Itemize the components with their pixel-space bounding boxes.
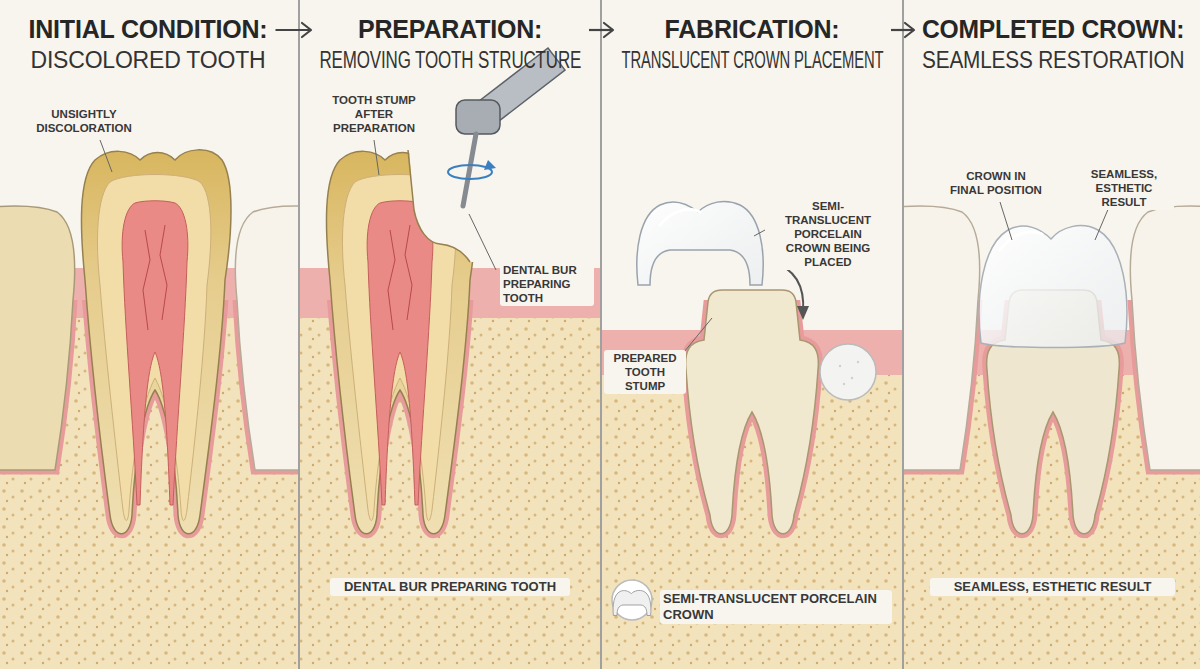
callout-label: SEMI-TRANSLUCENT PORCELAIN CROWN BEING P… (768, 198, 888, 270)
caption-label: SEAMLESS, ESTHETIC RESULT (930, 578, 1175, 596)
arrow-line (276, 29, 312, 31)
heading-line: INITIAL CONDITION: (25, 14, 272, 45)
heading-line: FABRICATION: (617, 14, 887, 45)
callout-label: UNSIGHTLY DISCOLORATION (18, 106, 150, 136)
heading-subtitle: REMOVING TOOTH STRUCTURE (319, 45, 581, 76)
heading-subtitle: DISCOLORED TOOTH (31, 45, 266, 76)
caption-label: DENTAL BUR PREPARING TOOTH (330, 578, 570, 596)
caption-label: SEMI-TRANSLUCENT PORCELAIN CROWN (660, 590, 892, 624)
panel-heading: FABRICATION:TRANSLUCENT CROWN PLACEMENT (617, 14, 887, 76)
heading-title: PREPARATION: (358, 14, 542, 45)
heading-title: COMPLETED CROWN: (922, 14, 1184, 45)
callout-label: PREPARED TOOTH STUMP (604, 350, 686, 394)
panel-heading: COMPLETED CROWN:SEAMLESS RESTORATION (918, 14, 1188, 76)
step-arrow (589, 23, 613, 37)
arrow-head (302, 23, 311, 37)
panel-heading: INITIAL CONDITION:DISCOLORED TOOTH (25, 14, 272, 76)
heading-line: DISCOLORED TOOTH (25, 45, 272, 76)
heading-line: COMPLETED CROWN: (918, 14, 1188, 45)
step-arrow (276, 23, 312, 37)
heading-title: FABRICATION: (665, 14, 840, 45)
callout-label: SEAMLESS, ESTHETIC RESULT (1074, 166, 1174, 210)
arrow-line (891, 29, 914, 31)
callout-label: CROWN IN FINAL POSITION (946, 168, 1046, 198)
step-arrow (891, 23, 914, 37)
heading-title: INITIAL CONDITION: (29, 14, 268, 45)
callout-label: TOOTH STUMP AFTER PREPARATION (318, 92, 430, 136)
heading-line: TRANSLUCENT CROWN PLACEMENT (617, 45, 887, 76)
heading-line: REMOVING TOOTH STRUCTURE (315, 45, 585, 76)
arrow-line (589, 29, 613, 31)
heading-line: PREPARATION: (315, 14, 585, 45)
heading-line: SEAMLESS RESTORATION (918, 45, 1188, 76)
arrow-head (604, 23, 613, 37)
arrow-head (905, 23, 914, 37)
panel-heading: PREPARATION:REMOVING TOOTH STRUCTURE (315, 14, 585, 76)
heading-subtitle: SEAMLESS RESTORATION (922, 45, 1184, 76)
heading-subtitle: TRANSLUCENT CROWN PLACEMENT (621, 45, 883, 76)
callout-label: DENTAL BUR PREPARING TOOTH (500, 262, 594, 306)
